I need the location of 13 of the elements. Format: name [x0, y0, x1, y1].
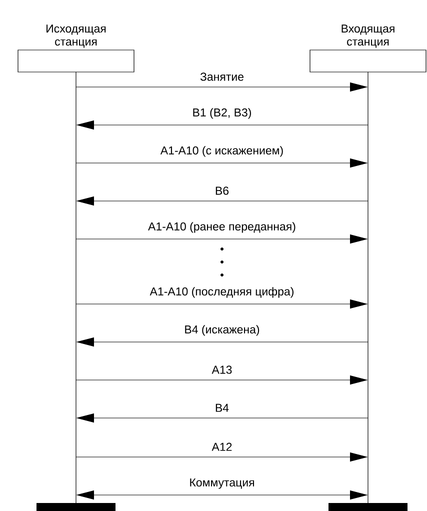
edge-label: A1-A10 (последняя цифра): [150, 287, 294, 298]
edge-label: A12: [212, 442, 232, 451]
edge-label: A1-A10 (с искажением): [160, 146, 283, 157]
edge-label: Коммутация: [190, 478, 254, 489]
edge-label: B6: [216, 186, 229, 195]
edge-label: B4: [216, 404, 229, 412]
edge-label: B4 (искажена): [185, 325, 260, 336]
station-label: Входящая станция: [342, 24, 394, 48]
edge-label: Занятие: [200, 72, 244, 81]
station-label: Исходящая станция: [46, 24, 106, 48]
edge-label: B1 (B2, B3): [193, 108, 251, 119]
edge-label: A13: [212, 366, 232, 374]
edge-label: A1-A10 (ранее переданная): [148, 222, 296, 233]
